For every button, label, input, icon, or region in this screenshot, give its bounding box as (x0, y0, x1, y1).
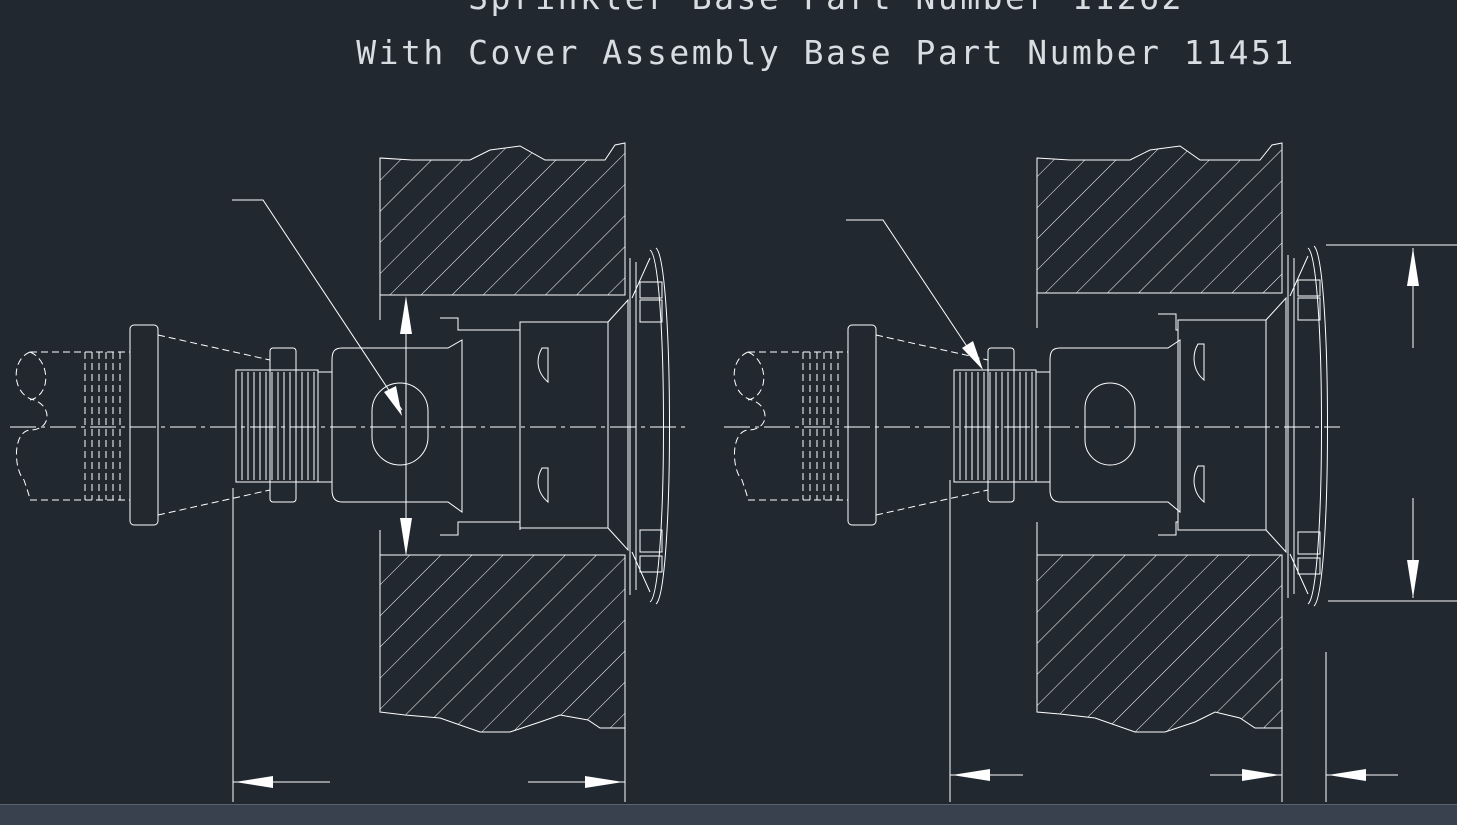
drawing-canvas[interactable]: Sprinkler Base Part Number 11262 With Co… (0, 0, 1457, 804)
thread-section-left (235, 369, 333, 483)
drawing-title-line2: With Cover Assembly Base Part Number 114… (356, 33, 1296, 72)
dimension-horizontal-right (949, 480, 1398, 802)
dimension-vertical-right (1326, 244, 1457, 602)
drawing-title-line1: Sprinkler Base Part Number 11262 (0, 0, 1457, 17)
wall-section-bottom-right (1036, 554, 1283, 733)
cover-assembly-left (519, 247, 670, 605)
pipe-stub-left (15, 351, 130, 501)
pipe-thread-right (802, 352, 839, 500)
assembly-cover-base (724, 142, 1457, 802)
status-bar (0, 804, 1457, 825)
cad-drawing[interactable] (0, 0, 1457, 804)
leader-left (232, 199, 403, 416)
assembly-sprinkler-base (10, 142, 685, 802)
pipe-stub-right (733, 351, 848, 501)
fitting-nut-right (847, 324, 1015, 526)
wall-section-top-left (379, 142, 626, 296)
dimension-vertical-left (400, 296, 412, 556)
wall-section-top-right (1036, 142, 1283, 294)
wall-section-bottom-left (379, 554, 626, 733)
pipe-thread-left (84, 352, 121, 500)
thread-section-right (953, 369, 1051, 483)
cover-assembly-right (1177, 245, 1328, 607)
leader-right (846, 219, 983, 370)
sprinkler-body-right (1049, 313, 1181, 536)
fitting-nut-left (129, 324, 297, 526)
dimension-horizontal-left (232, 488, 626, 802)
